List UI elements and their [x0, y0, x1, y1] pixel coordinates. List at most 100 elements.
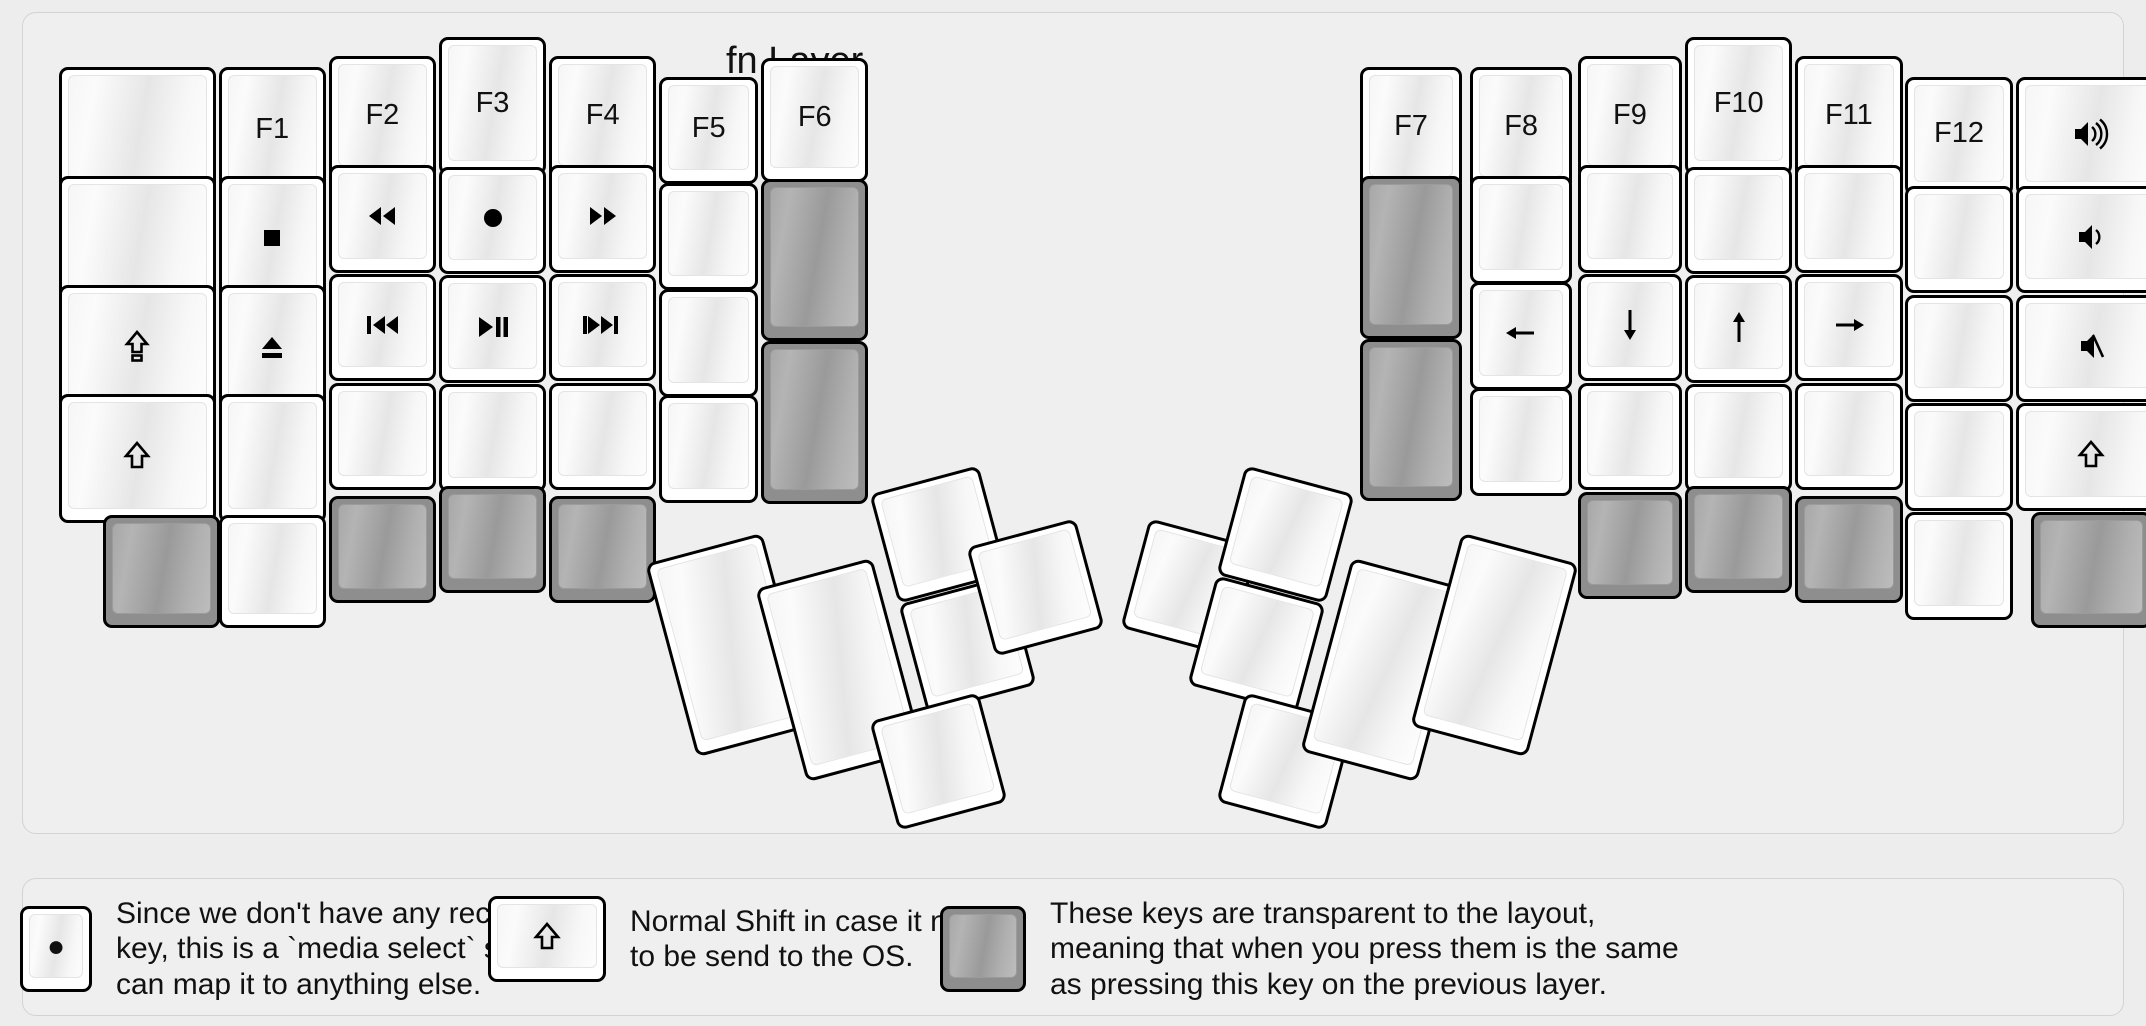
keycap-surface	[227, 401, 317, 510]
key-label: F11	[1824, 99, 1873, 132]
keycap-surface	[1804, 390, 1894, 477]
key-l-c5-r3[interactable]	[548, 273, 657, 382]
key-r-c5-r5[interactable]	[1795, 495, 1903, 604]
key-r-c2-r1[interactable]: F8	[1470, 67, 1573, 192]
key-l-c3-r2[interactable]	[328, 165, 437, 273]
keycap-surface	[557, 503, 648, 590]
keycap-surface	[1914, 520, 2004, 606]
keycap-surface	[668, 403, 750, 489]
key-label: F12	[1934, 117, 1985, 150]
key-r-c3-r3[interactable]	[1577, 273, 1683, 382]
key-r-c2-r4[interactable]	[1470, 388, 1573, 496]
key-l-c2-r1[interactable]: F1	[218, 67, 326, 197]
keycap-surface	[337, 64, 428, 167]
key-r-c4-r3[interactable]	[1685, 275, 1793, 383]
key-r-c3-r2[interactable]	[1577, 165, 1683, 273]
key-r-c7-r2[interactable]	[2015, 185, 2146, 294]
keycap-surface	[1804, 503, 1894, 590]
key-r-c4-r4[interactable]	[1685, 384, 1793, 492]
key-r-c3-r5[interactable]	[1577, 491, 1683, 599]
keycap-surface	[770, 65, 860, 168]
key-r-c3-r4[interactable]	[1577, 382, 1683, 491]
key-r-c4-r1[interactable]: F10	[1685, 37, 1793, 175]
key-l-c7-r1[interactable]: F6	[761, 57, 869, 182]
key-l-c6-r4[interactable]	[659, 395, 759, 503]
key-r-c4-r5[interactable]	[1685, 486, 1793, 594]
keycap-surface	[1586, 173, 1674, 259]
key-l-c1-r2[interactable]	[58, 176, 216, 306]
key-l-c3-r5[interactable]	[328, 495, 437, 604]
key-r-c7-r3[interactable]	[2015, 294, 2146, 403]
key-label: F8	[1504, 110, 1539, 143]
key-r-c6-r5[interactable]	[1905, 512, 2013, 620]
key-l-c7-r2[interactable]	[761, 178, 869, 342]
legend-item-2: Normal Shift in case it needs to be send…	[488, 896, 1012, 982]
keycap-surface	[1914, 411, 2004, 497]
key-l-c5-r2[interactable]	[548, 165, 657, 273]
key-label: F3	[475, 86, 510, 119]
key-l-c3-r3[interactable]	[328, 273, 437, 382]
key-l-c4-r5[interactable]	[438, 486, 547, 594]
key-r-c5-r4[interactable]	[1795, 382, 1903, 491]
key-r-c5-r1[interactable]: F11	[1795, 56, 1903, 181]
key-r-c5-r2[interactable]	[1795, 165, 1903, 273]
key-l-c1-r3[interactable]	[58, 285, 216, 415]
key-r-c5-r3[interactable]	[1795, 273, 1903, 382]
key-r-c4-r2[interactable]	[1685, 166, 1793, 274]
key-l-c4-r1[interactable]: F3	[438, 37, 547, 175]
key-l-c2-r2[interactable]	[218, 176, 326, 306]
key-l-c5-r4[interactable]	[548, 382, 657, 491]
key-l-c5-r5[interactable]	[548, 495, 657, 604]
key-l-c4-r2[interactable]	[438, 166, 547, 274]
key-l-c4-r3[interactable]	[438, 275, 547, 383]
key-l-c4-r4[interactable]	[438, 384, 547, 492]
key-label	[252, 327, 292, 367]
key-r-c6-r3[interactable]	[1905, 294, 2013, 403]
keycap-surface	[557, 173, 648, 259]
legend-description: These keys are transparent to the layout…	[1050, 897, 1679, 1001]
keycap-surface	[770, 349, 860, 490]
key-l-c7-r3[interactable]	[761, 341, 869, 504]
keycap-surface	[1914, 85, 2004, 182]
key-r-c1-r2[interactable]	[1360, 176, 1462, 339]
keycap-surface	[1694, 392, 1784, 478]
keycap-surface	[557, 64, 648, 167]
key-r-c7-r1[interactable]	[2015, 77, 2146, 196]
key-l-c3-r4[interactable]	[328, 382, 437, 491]
key-l-c6-r3[interactable]	[659, 289, 759, 397]
key-label: F7	[1394, 110, 1428, 143]
key-label	[1610, 305, 1650, 345]
key-r-c6-r2[interactable]	[1905, 185, 2013, 294]
key-r-c2-r2[interactable]	[1470, 176, 1573, 284]
key-label	[473, 307, 513, 347]
key-l-c3-r1[interactable]: F2	[328, 56, 437, 181]
key-l-c2-r4[interactable]	[218, 393, 326, 524]
key-l-c1-r5[interactable]	[102, 514, 220, 628]
legend-key-transparent-key-icon	[940, 906, 1026, 993]
key-r-c2-r3[interactable]	[1470, 282, 1573, 390]
key-l-c1-r4[interactable]	[58, 393, 216, 524]
key-label: F4	[585, 99, 620, 132]
key-r-c7-r5[interactable]	[2030, 512, 2146, 628]
key-l-c6-r2[interactable]	[659, 183, 759, 291]
keycap-surface	[67, 401, 207, 510]
key-r-c6-r4[interactable]	[1905, 403, 2013, 511]
keycap-surface	[337, 281, 428, 368]
key-r-c1-r1[interactable]: F7	[1360, 67, 1462, 192]
key-l-c2-r5[interactable]	[218, 514, 326, 628]
keycap-surface	[770, 186, 860, 328]
key-l-c5-r1[interactable]: F4	[548, 56, 657, 181]
keycap-surface	[1369, 184, 1453, 325]
key-r-c7-r4[interactable]	[2015, 403, 2146, 511]
keycap-surface	[557, 390, 648, 477]
key-r-c3-r1[interactable]: F9	[1577, 56, 1683, 181]
key-l-c1-r1[interactable]	[58, 67, 216, 197]
key-label: F2	[365, 99, 400, 132]
key-r-c6-r1[interactable]: F12	[1905, 77, 2013, 196]
key-l-c6-r1[interactable]: F5	[659, 77, 759, 185]
key-label: F9	[1613, 99, 1647, 132]
key-r-c1-r3[interactable]	[1360, 338, 1462, 502]
legend-description: Normal Shift in case it needs to be send…	[630, 904, 1012, 973]
keycap-surface	[880, 702, 996, 815]
keycap-surface	[2039, 520, 2143, 614]
